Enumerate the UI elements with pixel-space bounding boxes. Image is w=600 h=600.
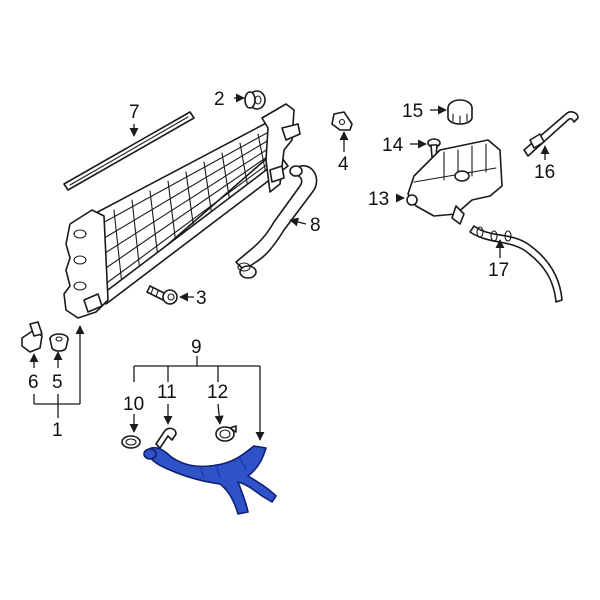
callout-14: 14 bbox=[382, 135, 404, 156]
seal-strip-part[interactable] bbox=[63, 111, 195, 191]
bracket-part[interactable] bbox=[331, 111, 353, 131]
callout-5: 5 bbox=[52, 372, 63, 393]
overflow-hose-part[interactable] bbox=[469, 225, 563, 303]
callout-6: 6 bbox=[28, 372, 39, 393]
callout-16: 16 bbox=[534, 162, 555, 183]
callout-3: 3 bbox=[196, 288, 207, 309]
lower-hose-part[interactable] bbox=[143, 445, 277, 515]
callout-2: 2 bbox=[214, 89, 225, 110]
callout-1: 1 bbox=[52, 420, 63, 441]
hose-end-part[interactable] bbox=[523, 111, 579, 157]
bolt-part[interactable] bbox=[146, 285, 178, 305]
callout-15: 15 bbox=[402, 101, 423, 122]
clamp-part[interactable] bbox=[215, 425, 237, 442]
callout-4: 4 bbox=[338, 154, 349, 175]
callout-labels: 7 2 3 4 8 15 14 13 16 17 6 5 1 9 10 11 1… bbox=[28, 89, 555, 441]
callout-10: 10 bbox=[123, 394, 144, 415]
radiator-part[interactable] bbox=[63, 103, 301, 319]
callout-12: 12 bbox=[207, 382, 228, 403]
callout-17: 17 bbox=[488, 260, 509, 281]
coolant-reservoir-part[interactable] bbox=[406, 139, 503, 225]
callout-11: 11 bbox=[157, 382, 177, 403]
reservoir-cap-part[interactable] bbox=[447, 99, 473, 125]
o-ring-part[interactable] bbox=[121, 435, 141, 449]
grommet-part[interactable] bbox=[244, 90, 266, 110]
cap-part[interactable] bbox=[49, 333, 69, 352]
callout-9: 9 bbox=[191, 337, 202, 358]
drain-cock-part[interactable] bbox=[21, 321, 43, 353]
hose-fitting-part[interactable] bbox=[155, 427, 177, 449]
callout-8: 8 bbox=[310, 215, 321, 236]
upper-hose-part[interactable] bbox=[235, 165, 318, 279]
callout-7: 7 bbox=[129, 102, 140, 123]
callout-leaders bbox=[29, 93, 550, 441]
callout-13: 13 bbox=[368, 189, 389, 210]
